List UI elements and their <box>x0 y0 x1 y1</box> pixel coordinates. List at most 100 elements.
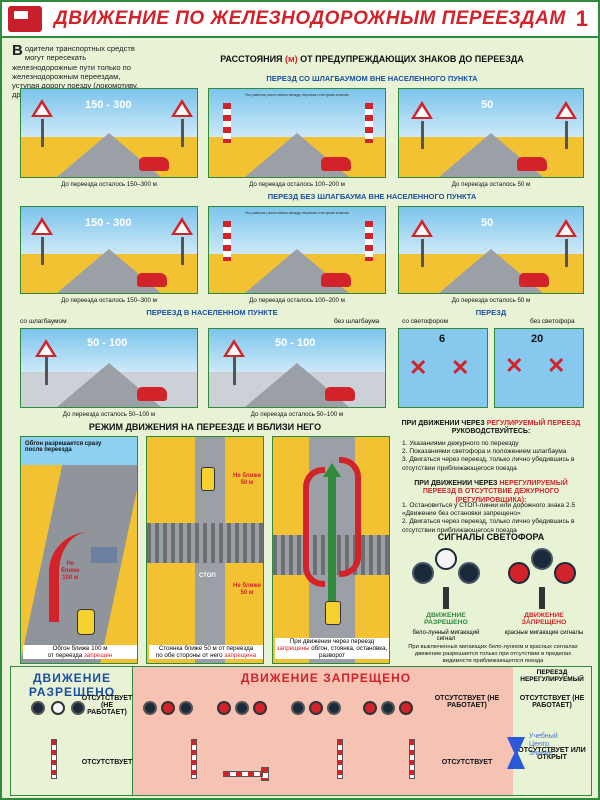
regulated-list: 1. Указаниями дежурного по переезду 2. П… <box>402 440 584 473</box>
page-number: 1 <box>575 6 588 31</box>
table-absent-works-2: ОТСУТСТВУЕТ (НЕ РАБОТАЕТ) <box>434 695 500 709</box>
crossing-without-light-panel: 20 ✕ ✕ <box>494 328 584 408</box>
row3-panel-2-caption: До переезда осталось 50–100 м <box>250 411 344 418</box>
lamp-icon <box>309 701 323 715</box>
row3-panel-2-distance: 50 - 100 <box>275 337 316 349</box>
distances-heading-unit: (м) <box>285 54 298 64</box>
row2-panel-2: На равном расстоянии между первым и втор… <box>208 206 386 294</box>
row2-panel-2-note: На равном расстоянии между первым и втор… <box>245 210 349 215</box>
barrier-post-icon <box>51 739 57 779</box>
lamp-icon <box>71 701 85 715</box>
row2-panel-3: 50 <box>398 206 584 294</box>
row1-panel-1: 150 - 300 <box>20 88 198 178</box>
train-icon <box>8 6 42 32</box>
table-absent-2: ОТСУТСТВУЕТ <box>441 759 493 766</box>
table-absent-or-open: ОТСУТСТВУЕТ ИЛИ ОТКРЫТ <box>518 747 586 761</box>
crossing-without-light-distance: 20 <box>531 333 544 345</box>
regulated-item: 1. Указаниями дежурного по переезду <box>402 440 519 447</box>
signal-allowed-note: бело-лунный мигающий сигнал <box>412 630 480 642</box>
table-absent-works: ОТСУТСТВУЕТ (НЕ РАБОТАЕТ) <box>81 695 133 716</box>
lamp-icon <box>291 701 305 715</box>
warning-sign-icon <box>411 219 433 237</box>
row1-panel-1-caption: До переезда осталось 150–300 м <box>61 181 157 188</box>
row3-panel-1-distance: 50 - 100 <box>87 337 128 349</box>
lamp-icon <box>217 701 231 715</box>
lamp-icon <box>179 701 193 715</box>
row1-panel-2-caption: До переезда осталось 100–200 м <box>249 181 345 188</box>
cross-sign-icon: ✕ <box>505 353 524 378</box>
warning-sign-icon <box>31 217 53 235</box>
row3-tag-1: со шлагбаумом <box>20 318 67 325</box>
row2-panel-2-caption: До переезда осталось 100–200 м <box>249 297 345 304</box>
row2-title: ПЕРЕЗД БЕЗ ШЛАГБАУМА ВНЕ НАСЕЛЕННОГО ПУН… <box>267 192 477 201</box>
header-bar: ДВИЖЕНИЕ ПО ЖЕЛЕЗНОДОРОЖНЫМ ПЕРЕЕЗДАМ 1 <box>2 2 598 38</box>
unregulated-item: 1. Остановиться у СТОП-линии или дорожно… <box>402 502 576 518</box>
signal-allowed-label: ДВИЖЕНИЕ РАЗРЕШЕНО <box>424 612 468 626</box>
crossing-with-light-panel: 6 ✕ ✕ <box>398 328 488 408</box>
traffic-light-lamp-icon <box>412 562 434 584</box>
lamp-icon <box>51 701 65 715</box>
traffic-light-lamp-icon <box>435 548 457 570</box>
table-unregulated-header: ПЕРЕЕЗД НЕРЕГУЛИРУЕМЫЙ <box>520 669 584 683</box>
mode-panel-overtake: Обгон разрешается сразу после переезда Н… <box>20 436 138 664</box>
lamp-icon <box>161 701 175 715</box>
unregulated-title: ПРИ ДВИЖЕНИИ ЧЕРЕЗ НЕРЕГУЛИРУЕМЫЙ ПЕРЕЕЗ… <box>414 480 568 504</box>
traffic-light-lamp-icon <box>554 562 576 584</box>
row2-panel-1-caption: До переезда осталось 150–300 м <box>61 297 157 304</box>
row1-panel-2-note: На равном расстоянии между первым и втор… <box>245 92 349 97</box>
crossing-title: ПЕРЕЗД <box>475 308 507 317</box>
lamp-icon <box>253 701 267 715</box>
overtake-top-note: Обгон разрешается сразу после переезда <box>25 441 102 453</box>
barrier-post-icon <box>337 739 343 779</box>
row3-tag-2: без шлагбаума <box>334 318 380 325</box>
warning-sign-icon <box>35 339 57 357</box>
distances-heading-pre: РАССТОЯНИЯ <box>220 54 286 64</box>
row1-panel-1-distance: 150 - 300 <box>85 99 132 111</box>
table-absent-works-3: ОТСУТСТВУЕТ (НЕ РАБОТАЕТ) <box>519 695 585 709</box>
regulated-item: 2. Показаниями светофора и положением шл… <box>402 448 567 456</box>
cross-sign-icon: ✕ <box>547 353 566 378</box>
unregulated-item: 2. Двигаться через переезд, только лично… <box>402 518 575 534</box>
table-allowed-header: ДВИЖЕНИЕ РАЗРЕШЕНО <box>28 671 116 699</box>
traffic-light-lamp-icon <box>458 562 480 584</box>
traffic-light-lamp-icon <box>531 548 553 570</box>
page-title: ДВИЖЕНИЕ ПО ЖЕЛЕЗНОДОРОЖНЫМ ПЕРЕЕЗДАМ <box>54 8 566 29</box>
distances-heading: РАССТОЯНИЯ (м) ОТ ПРЕДУПРЕЖДАЮЩИХ ЗНАКОВ… <box>152 54 592 64</box>
row2-panel-1-distance: 150 - 300 <box>85 217 132 229</box>
signals-title: СИГНАЛЫ СВЕТОФОРА <box>437 532 545 542</box>
lamp-icon <box>381 701 395 715</box>
lamp-icon <box>399 701 413 715</box>
warning-sign-icon <box>555 219 577 237</box>
mode-heading: РЕЖИМ ДВИЖЕНИЯ НА ПЕРЕЕЗДЕ И ВБЛИЗИ НЕГО <box>88 422 322 432</box>
row3-title: ПЕРЕЕЗД В НАСЕЛЕННОМ ПУНКТЕ <box>146 308 278 317</box>
signal-forbidden-label: ДВИЖЕНИЕ ЗАПРЕЩЕНО <box>521 612 567 626</box>
row1-panel-3-distance: 50 <box>481 99 494 111</box>
parking-stop-label: СТОП <box>199 573 216 579</box>
regulated-title: ПРИ ДВИЖЕНИИ ЧЕРЕЗ РЕГУЛИРУЕМЫЙ ПЕРЕЕЗД … <box>401 420 581 436</box>
unregulated-list: 1. Остановиться у СТОП-линии или дорожно… <box>402 502 584 535</box>
row2-panel-1: 150 - 300 <box>20 206 198 294</box>
table-forbidden-header: ДВИЖЕНИЕ ЗАПРЕЩЕНО <box>240 671 412 685</box>
row1-title: ПЕРЕЗД СО ШЛАГБАУМОМ ВНЕ НАСЕЛЕННОГО ПУН… <box>266 74 478 83</box>
traffic-light-lamp-icon <box>508 562 530 584</box>
signal-forbidden-note: красные мигающие сигналы <box>504 630 584 636</box>
lamp-icon <box>235 701 249 715</box>
row1-panel-3: 50 <box>398 88 584 178</box>
regulated-item: 3. Двигаться через переезд, только лично… <box>402 456 575 472</box>
barrier-arm-icon <box>223 771 263 777</box>
row1-panel-3-caption: До переезда осталось 50 м <box>451 181 531 188</box>
lamp-icon <box>363 701 377 715</box>
warning-sign-icon <box>171 99 193 117</box>
parking-caption: Стоянка ближе 50 м от переезда по обе ст… <box>149 645 263 659</box>
mode-panel-crossing: При движении через переезд запрещены обг… <box>272 436 390 664</box>
row3-panel-1: 50 - 100 <box>20 328 198 408</box>
brand-logo-icon <box>507 737 525 769</box>
warning-sign-icon <box>31 99 53 117</box>
signals-footnote: При выключенных мигающих бело-лунном и к… <box>408 644 578 665</box>
